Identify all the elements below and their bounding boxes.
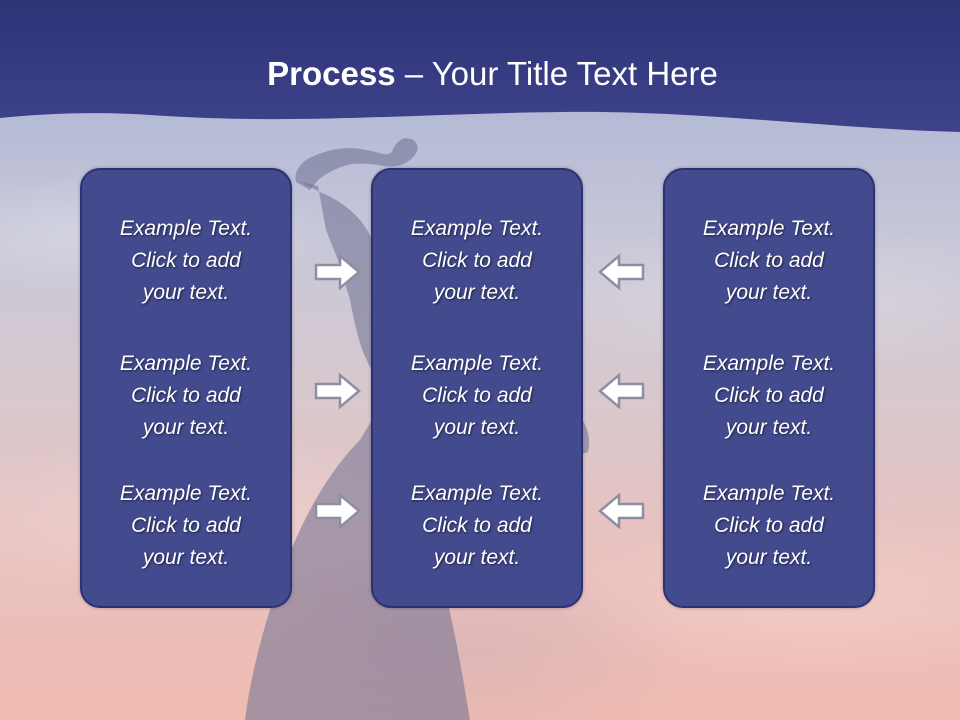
title-bold-part: Process xyxy=(267,55,396,92)
text-line: your text. xyxy=(433,416,521,439)
text-line: your text. xyxy=(725,416,813,439)
title-rest-part: – Your Title Text Here xyxy=(395,55,718,92)
left-arrow-icon[interactable] xyxy=(597,492,645,530)
process-box-center[interactable]: Example Text. Click to add your text. Ex… xyxy=(371,168,583,608)
text-line: your text. xyxy=(725,281,813,304)
right-arrow-icon[interactable] xyxy=(314,372,362,410)
box-text-block[interactable]: Example Text. Click to add your text. xyxy=(373,478,581,574)
box-text-block[interactable]: Example Text. Click to add your text. xyxy=(665,213,873,309)
text-line: Click to add xyxy=(422,384,532,407)
text-line: your text. xyxy=(433,281,521,304)
text-line: Click to add xyxy=(714,384,824,407)
text-line: Click to add xyxy=(714,249,824,272)
box-text-block[interactable]: Example Text. Click to add your text. xyxy=(373,348,581,444)
box-text-block[interactable]: Example Text. Click to add your text. xyxy=(373,213,581,309)
text-line: Click to add xyxy=(422,249,532,272)
left-arrow-icon[interactable] xyxy=(597,253,645,291)
text-line: Click to add xyxy=(131,384,241,407)
box-text-block[interactable]: Example Text. Click to add your text. xyxy=(665,348,873,444)
text-line: Example Text. xyxy=(702,352,836,375)
slide-title[interactable]: Process – Your Title Text Here xyxy=(0,52,960,96)
box-text-block[interactable]: Example Text. Click to add your text. xyxy=(82,478,290,574)
text-line: Example Text. xyxy=(702,217,836,240)
text-line: Example Text. xyxy=(410,217,544,240)
right-arrow-icon[interactable] xyxy=(314,253,362,291)
text-line: your text. xyxy=(142,416,230,439)
text-line: Example Text. xyxy=(119,217,253,240)
box-text-block[interactable]: Example Text. Click to add your text. xyxy=(665,478,873,574)
text-line: your text. xyxy=(725,546,813,569)
text-line: your text. xyxy=(142,546,230,569)
header-band xyxy=(0,0,960,132)
text-line: Example Text. xyxy=(702,482,836,505)
process-box-left[interactable]: Example Text. Click to add your text. Ex… xyxy=(80,168,292,608)
process-box-right[interactable]: Example Text. Click to add your text. Ex… xyxy=(663,168,875,608)
text-line: Click to add xyxy=(714,514,824,537)
text-line: Example Text. xyxy=(119,482,253,505)
text-line: Click to add xyxy=(131,249,241,272)
box-text-block[interactable]: Example Text. Click to add your text. xyxy=(82,213,290,309)
text-line: Click to add xyxy=(131,514,241,537)
text-line: Example Text. xyxy=(410,482,544,505)
box-text-block[interactable]: Example Text. Click to add your text. xyxy=(82,348,290,444)
left-arrow-icon[interactable] xyxy=(597,372,645,410)
text-line: Example Text. xyxy=(410,352,544,375)
text-line: Example Text. xyxy=(119,352,253,375)
text-line: Click to add xyxy=(422,514,532,537)
right-arrow-icon[interactable] xyxy=(314,492,362,530)
text-line: your text. xyxy=(433,546,521,569)
text-line: your text. xyxy=(142,281,230,304)
